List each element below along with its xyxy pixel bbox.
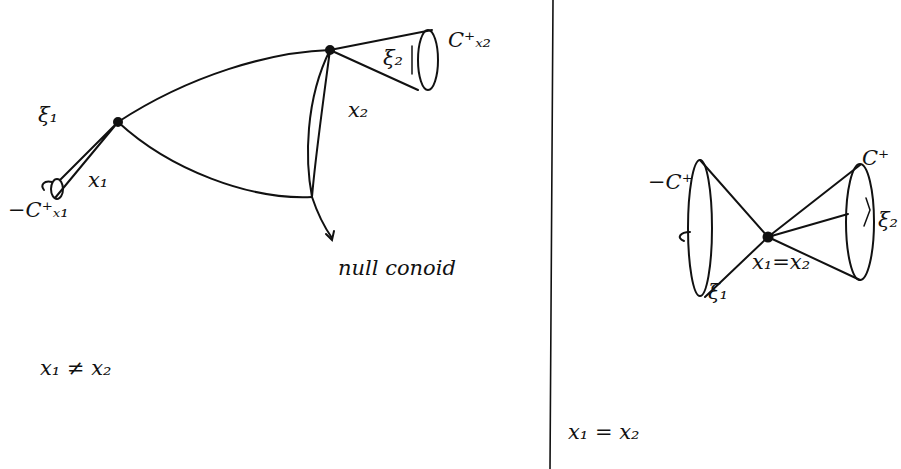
condition-label: x₁ ≠ x₂ <box>40 358 111 379</box>
condition-label: x₁ = x₂ <box>568 422 639 443</box>
xi2-mark <box>411 46 413 74</box>
leader-line <box>312 197 332 238</box>
point-label: x₁ <box>88 170 108 191</box>
cone-label: C⁺ <box>862 148 889 169</box>
annotation: null conoid <box>338 258 456 279</box>
past-cone <box>700 160 768 297</box>
panel-divider <box>550 0 553 469</box>
past-cone <box>55 122 118 198</box>
cone-label: −C⁺ₓ₁ <box>8 200 69 221</box>
lower-geodesic <box>118 122 312 197</box>
cone-base <box>846 164 874 280</box>
future-cone <box>330 30 432 90</box>
point-label: ξ₁ <box>708 282 728 303</box>
leader-arrow <box>326 231 334 240</box>
cone-label: −C⁺ <box>648 172 693 193</box>
upper-geodesic <box>118 50 330 122</box>
point-label: x₂ <box>348 100 368 121</box>
cone-base <box>418 30 438 90</box>
point-label: ξ₂ <box>878 210 898 231</box>
cone-arrow <box>42 182 52 190</box>
point-x1 <box>114 118 122 126</box>
xi2-mark <box>864 198 870 226</box>
point-x2 <box>326 46 334 54</box>
point-label: ξ₁ <box>38 105 58 126</box>
point-label: x₁=x₂ <box>752 252 810 273</box>
point-x1-x2 <box>764 233 773 242</box>
cone-label: C⁺ₓ₂ <box>448 30 491 51</box>
cone-arrow <box>680 232 690 241</box>
x2-geodesic <box>308 50 330 197</box>
point-label: ξ₂ <box>383 48 403 69</box>
